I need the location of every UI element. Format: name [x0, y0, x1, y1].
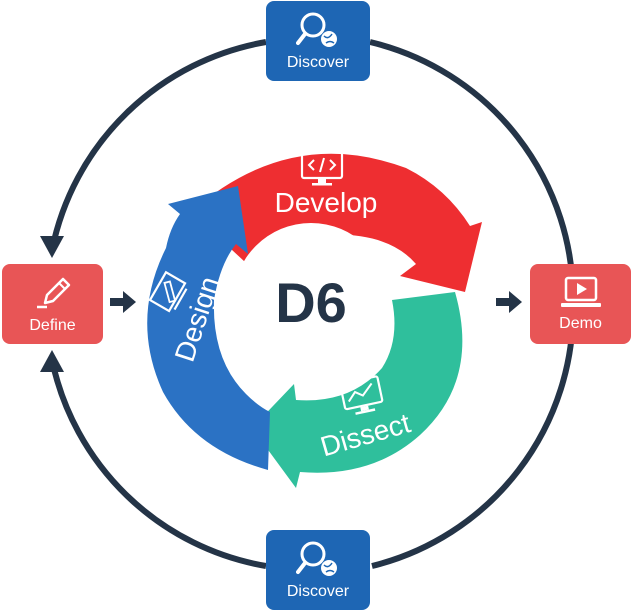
code-monitor-icon	[300, 150, 344, 186]
ring-arrowhead-up	[40, 350, 64, 372]
segment-dissect[interactable]	[252, 292, 463, 488]
chart-monitor-icon	[339, 375, 384, 415]
center-circle	[233, 223, 389, 379]
discover-top-label: Discover	[286, 54, 350, 71]
outer-ring-arc-bottom-left	[49, 359, 267, 569]
design-tools-icon	[148, 270, 188, 313]
discover-bottom-node[interactable]: Discover	[266, 530, 370, 610]
discover-bottom-label: Discover	[286, 583, 350, 600]
arrow-to-cycle	[110, 291, 136, 313]
segment-design[interactable]	[147, 186, 270, 470]
outer-ring-arc-bottom-right	[371, 303, 577, 569]
outer-ring-arc-top-right	[369, 39, 577, 305]
play-laptop-icon	[560, 276, 601, 307]
search-globe-icon	[296, 541, 337, 576]
search-globe-icon	[296, 12, 337, 47]
pencil-icon	[36, 277, 70, 309]
segment-develop-label: Develop	[275, 187, 378, 218]
center-title: D6	[275, 271, 347, 334]
demo-label: Demo	[559, 315, 602, 332]
define-node[interactable]: Define	[2, 264, 103, 344]
ring-arrowhead-down	[40, 236, 64, 258]
segment-develop[interactable]	[191, 153, 482, 292]
demo-node[interactable]: Demo	[530, 264, 631, 344]
define-label: Define	[29, 317, 76, 334]
outer-ring-arc-top-left	[49, 39, 267, 251]
discover-top-node[interactable]: Discover	[266, 1, 370, 81]
arrow-to-demo	[496, 291, 522, 313]
